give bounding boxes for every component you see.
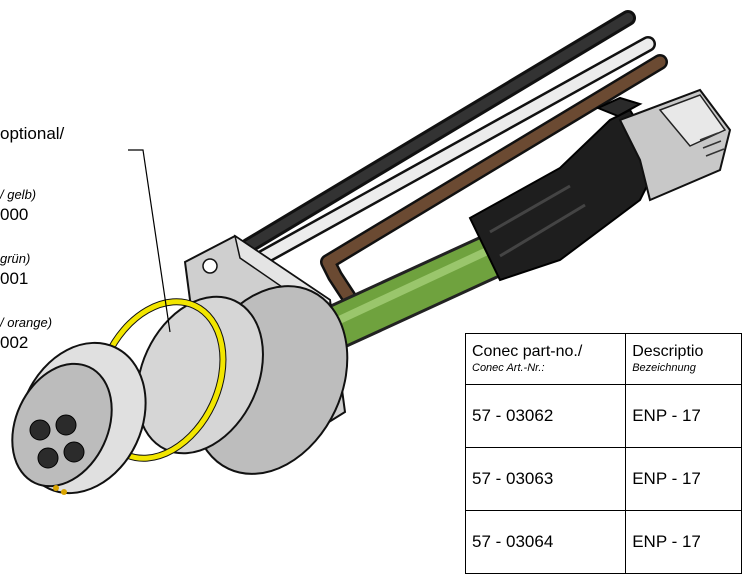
header-part-no: Conec part-no./ Conec Art.-Nr.: xyxy=(464,333,627,385)
green-cable xyxy=(307,229,523,353)
part-description: ENP - 17 xyxy=(625,447,742,511)
header-description-main: Descriptio xyxy=(632,343,704,360)
callout-option-1-number: 001 xyxy=(0,269,29,288)
header-description: Descriptio Bezeichnung xyxy=(625,333,742,385)
header-part-no-sub: Conec Art.-Nr.: xyxy=(472,362,545,374)
callout-option-2-number: 002 xyxy=(0,333,29,352)
callout-option-1: grün) 001 xyxy=(0,248,30,289)
part-number: 57 - 03062 xyxy=(464,384,627,448)
callout-option-0-color: / gelb) xyxy=(0,187,37,202)
callout-option-2: / orange) 002 xyxy=(0,312,52,353)
part-description: ENP - 17 xyxy=(625,510,742,574)
table-row: 57 - 03063 ENP - 17 xyxy=(464,447,742,511)
connector-illustration xyxy=(11,10,732,495)
rj45-plug xyxy=(468,88,732,282)
header-part-no-main: Conec part-no./ xyxy=(472,343,583,360)
wire-black xyxy=(240,10,636,254)
callout-option-0-number: 000 xyxy=(0,205,29,224)
header-description-sub: Bezeichnung xyxy=(632,362,696,374)
parts-table: Conec part-no./ Conec Art.-Nr.: Descript… xyxy=(464,333,742,574)
wire-white xyxy=(254,36,656,266)
callout-title: optional/ xyxy=(0,124,65,143)
part-number: 57 - 03063 xyxy=(464,447,627,511)
callout-option-1-color: grün) xyxy=(0,251,31,266)
callout-option-0: / gelb) 000 xyxy=(0,184,36,225)
callout-option-2-color: / orange) xyxy=(0,315,53,330)
table-row: 57 - 03062 ENP - 17 xyxy=(464,384,742,448)
table-header-row: Conec part-no./ Conec Art.-Nr.: Descript… xyxy=(464,333,742,385)
part-number: 57 - 03064 xyxy=(464,510,627,574)
callout-leader-line xyxy=(128,149,171,333)
table-row: 57 - 03064 ENP - 17 xyxy=(464,510,742,574)
connector-barrel xyxy=(11,285,349,495)
part-description: ENP - 17 xyxy=(625,384,742,448)
